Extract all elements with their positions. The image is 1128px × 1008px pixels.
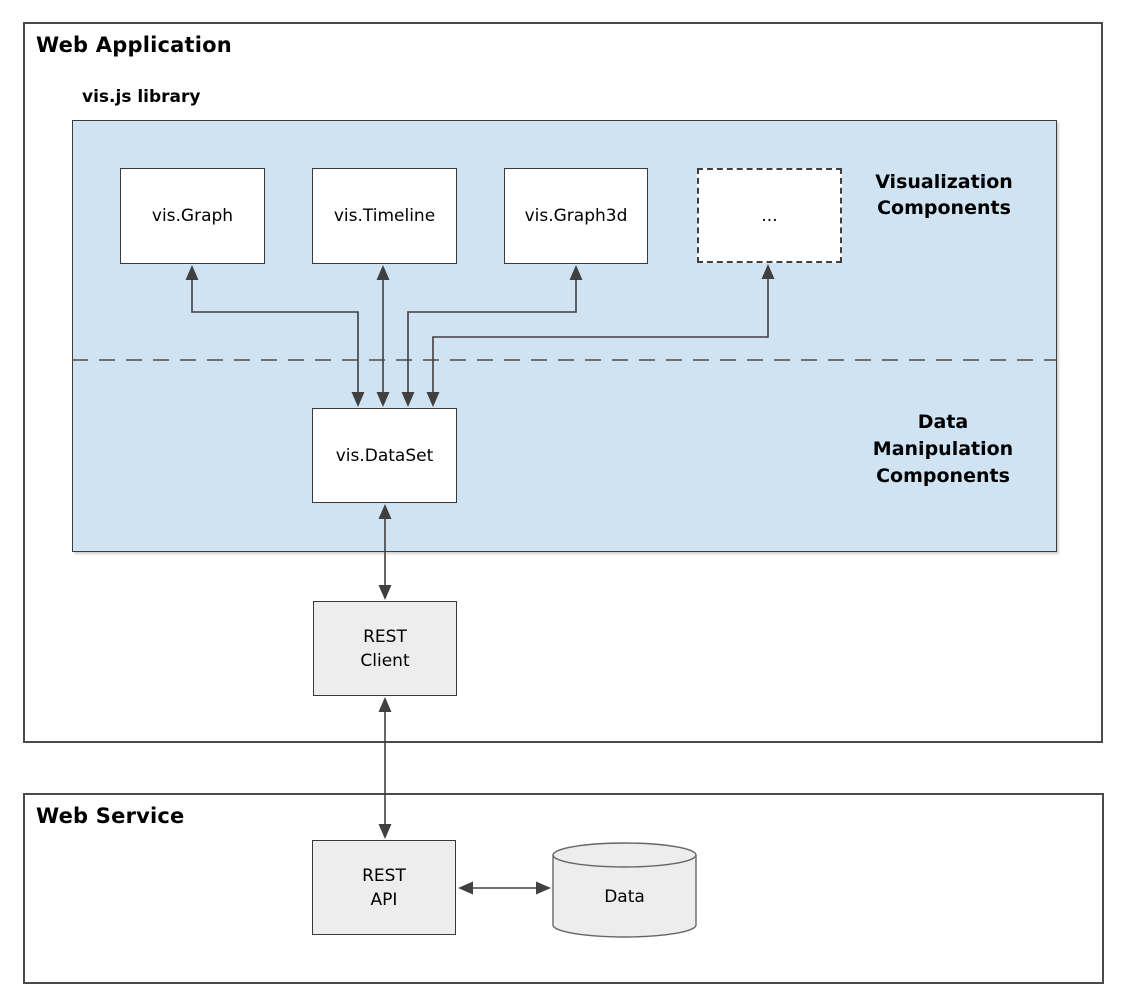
visjs-library-label: vis.js library — [82, 87, 201, 107]
web-service-title: Web Service — [36, 804, 185, 828]
rest-client-box: REST Client — [313, 601, 457, 696]
data-manipulation-components-label: Data Manipulation Components — [872, 411, 1014, 487]
vis-graph3d-box: vis.Graph3d — [504, 168, 648, 264]
vis-graph-box: vis.Graph — [120, 168, 265, 264]
web-application-title: Web Application — [36, 33, 232, 57]
vis-timeline-box: vis.Timeline — [312, 168, 457, 264]
database-icon — [552, 842, 697, 938]
vis-dataset-box: vis.DataSet — [312, 408, 457, 503]
visualization-components-label: Visualization Components — [875, 171, 1013, 219]
data-store-label: Data — [604, 887, 645, 907]
rest-api-box: REST API — [312, 840, 456, 935]
data-store-cylinder: Data — [552, 842, 697, 938]
more-components-box: ... — [697, 168, 842, 263]
